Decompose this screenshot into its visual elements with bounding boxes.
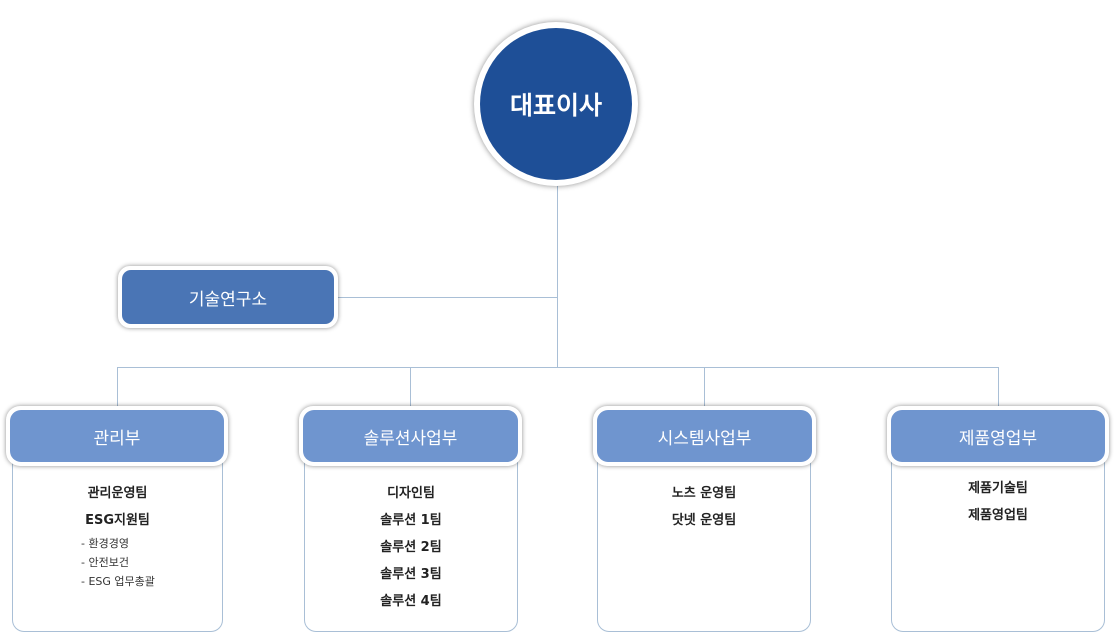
team-list: 노츠 운영팀 닷넷 운영팀 xyxy=(598,480,810,534)
team-item: 제품기술팀 xyxy=(968,481,1028,496)
team-item: 디자인팀 xyxy=(387,486,435,501)
lab-node: 기술연구소 xyxy=(118,266,338,328)
department-node-system: 시스템사업부 xyxy=(593,406,816,466)
team-item: 닷넷 운영팀 xyxy=(671,513,737,528)
connector-dept-1 xyxy=(117,367,118,409)
ceo-node: 대표이사 xyxy=(474,22,638,186)
team-item: ESG지원팀 xyxy=(85,513,150,528)
team-item: 노츠 운영팀 xyxy=(671,486,737,501)
team-item: 솔루션 1팀 xyxy=(380,513,442,528)
connector-dept-3 xyxy=(704,367,705,409)
team-item: 솔루션 4팀 xyxy=(380,594,442,609)
team-list: 관리운영팀 ESG지원팀 xyxy=(13,480,222,534)
department-label: 시스템사업부 xyxy=(597,410,812,462)
department-node-management: 관리부 xyxy=(6,406,228,466)
team-list: 디자인팀 솔루션 1팀 솔루션 2팀 솔루션 3팀 솔루션 4팀 xyxy=(305,480,517,615)
sub-item: - ESG 업무총괄 xyxy=(81,575,155,588)
team-item: 솔루션 3팀 xyxy=(380,567,442,582)
connector-departments-horizontal xyxy=(117,367,999,368)
ceo-label: 대표이사 xyxy=(480,28,632,180)
connector-dept-2 xyxy=(410,367,411,409)
department-label: 솔루션사업부 xyxy=(303,410,518,462)
lab-label: 기술연구소 xyxy=(122,270,334,324)
team-item: 관리운영팀 xyxy=(87,486,148,501)
sub-item: - 환경경영 xyxy=(81,537,129,550)
sub-item-list: - 환경경영 - 안전보건 - ESG 업무총괄 xyxy=(81,534,155,591)
connector-ceo-vertical xyxy=(557,186,558,368)
team-item: 제품영업팀 xyxy=(968,508,1028,523)
connector-dept-4 xyxy=(998,367,999,409)
department-node-product-sales: 제품영업부 xyxy=(887,406,1109,466)
connector-lab-horizontal xyxy=(338,297,558,298)
department-label: 관리부 xyxy=(10,410,224,462)
department-label: 제품영업부 xyxy=(891,410,1105,462)
department-node-solution: 솔루션사업부 xyxy=(299,406,522,466)
team-list: 제품기술팀 제품영업팀 xyxy=(892,475,1104,529)
team-item: 솔루션 2팀 xyxy=(380,540,442,555)
sub-item: - 안전보건 xyxy=(81,556,129,569)
